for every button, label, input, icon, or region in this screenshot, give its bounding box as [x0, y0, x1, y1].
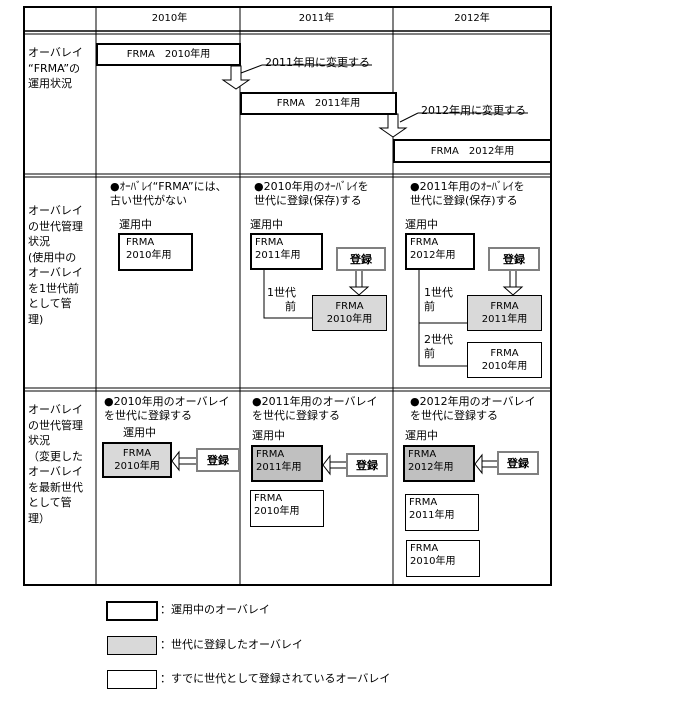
overlay-box-2011: FRMA 2011年用 — [240, 92, 397, 115]
tree-2011 — [263, 270, 312, 319]
keep-note-2011: ●2010年用のｵｰﾊﾞﾚｲを 世代に登録(保存)する — [254, 180, 369, 207]
header-2010: 2010年 — [151, 13, 188, 24]
register-arrow-l2011 — [322, 454, 331, 476]
keep-frma-2010-existing: FRMA 2010年用 — [467, 342, 542, 378]
latest-in-use-label-2012: 運用中 — [405, 429, 438, 442]
keep-register-button-2011[interactable]: 登録 — [336, 247, 386, 271]
callout-2011 — [240, 64, 263, 74]
legend-label-existing: ：すでに世代として登録されているオーバレイ — [160, 672, 391, 685]
table-frame — [23, 6, 552, 586]
keep-note-2010: ●ｵｰﾊﾞﾚｲ“FRMA”には、 古い世代がない — [110, 180, 227, 207]
row-label-generation-latest: オーバレイ の世代管理 状況 （変更した オーバレイ を最新世代 として管 理） — [28, 403, 83, 525]
callout-2012 — [399, 112, 419, 123]
down-arrow-2012 — [378, 113, 408, 138]
latest-note-2012: ●2012年用のオーバレイ を世代に登録する — [410, 395, 536, 422]
header-2011: 2011年 — [298, 13, 335, 24]
overlay-box-2010: FRMA 2010年用 — [96, 43, 241, 66]
latest-in-use-label-2011: 運用中 — [252, 429, 285, 442]
latest-frma-2011-existing: FRMA 2011年用 — [405, 494, 479, 531]
change-label-2012: 2012年用に変更する — [421, 104, 526, 117]
keep-gen1-label-2012: 1世代 前 — [424, 286, 453, 313]
legend-label-registered: ：世代に登録したオーバレイ — [160, 638, 303, 651]
keep-in-use-label-2011: 運用中 — [250, 218, 283, 231]
row-label-generation-keep: オーバレイ の世代管理 状況 (使用中の オーバレイ を1世代前 として管 理) — [28, 204, 83, 326]
latest-frma-2012-registered: FRMA 2012年用 — [403, 445, 475, 482]
latest-in-use-label-2010: 運用中 — [123, 426, 156, 439]
keep-frma-2012-in-use: FRMA 2012年用 — [405, 233, 475, 270]
keep-frma-2011-in-use: FRMA 2011年用 — [250, 233, 323, 270]
latest-note-2011: ●2011年用のオーバレイ を世代に登録する — [252, 395, 378, 422]
latest-frma-2010-registered: FRMA 2010年用 — [102, 442, 172, 478]
legend-label-in-use: ：運用中のオーバレイ — [160, 603, 270, 616]
register-arrow-2012 — [502, 286, 524, 296]
keep-gen2-label-2012: 2世代 前 — [424, 333, 453, 360]
latest-register-button-2010[interactable]: 登録 — [196, 448, 240, 472]
keep-register-button-2012[interactable]: 登録 — [488, 247, 540, 271]
keep-in-use-label-2012: 運用中 — [405, 218, 438, 231]
latest-register-button-2011[interactable]: 登録 — [346, 453, 388, 477]
register-arrow-2011 — [348, 286, 370, 296]
keep-gen1-label-2011: 1世代 前 — [267, 286, 296, 313]
latest-note-2010: ●2010年用のオーバレイ を世代に登録する — [104, 395, 230, 422]
header-2012: 2012年 — [454, 13, 490, 24]
latest-frma-2010-existing: FRMA 2010年用 — [250, 490, 324, 527]
keep-frma-2010-registered: FRMA 2010年用 — [312, 295, 387, 331]
down-arrow-2011 — [221, 65, 251, 90]
legend-swatch-in-use — [106, 601, 158, 621]
register-arrow-l2012 — [474, 453, 483, 475]
legend-swatch-registered — [107, 636, 157, 655]
keep-frma-2010-in-use: FRMA 2010年用 — [118, 233, 193, 271]
latest-frma-2011-registered: FRMA 2011年用 — [251, 445, 323, 482]
row-label-status: オーバレイ “FRMA”の 運用状況 — [28, 46, 83, 90]
keep-note-2012: ●2011年用のｵｰﾊﾞﾚｲを 世代に登録(保存)する — [410, 180, 525, 207]
keep-in-use-label-2010: 運用中 — [119, 218, 152, 231]
latest-frma-2010-existing: FRMA 2010年用 — [406, 540, 480, 577]
tree-2012 — [418, 270, 468, 367]
keep-frma-2011-registered: FRMA 2011年用 — [467, 295, 542, 331]
register-arrow-l2010 — [171, 450, 180, 472]
overlay-box-2012: FRMA 2012年用 — [393, 139, 552, 163]
change-label-2011: 2011年用に変更する — [265, 56, 370, 69]
legend-swatch-existing — [107, 670, 157, 689]
latest-register-button-2012[interactable]: 登録 — [497, 451, 539, 475]
